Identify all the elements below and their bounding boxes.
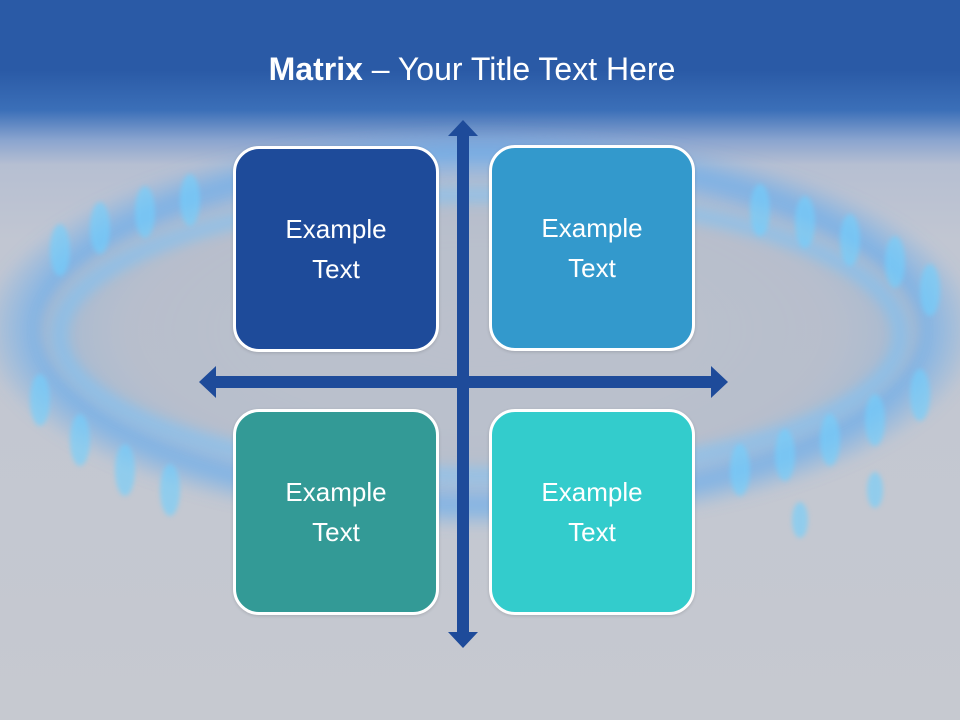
matrix-box-text: Example Text bbox=[285, 214, 387, 284]
matrix-box-text: Example Text bbox=[541, 477, 643, 547]
matrix-box-top-right[interactable]: Example Text bbox=[489, 145, 695, 351]
title-bold: Matrix bbox=[268, 51, 363, 87]
matrix-box-bottom-right[interactable]: Example Text bbox=[489, 409, 695, 615]
horizontal-axis bbox=[214, 376, 714, 388]
slide-title[interactable]: Matrix – Your Title Text Here bbox=[0, 46, 944, 92]
arrow-left-icon bbox=[199, 366, 216, 398]
arrow-up-icon bbox=[448, 120, 478, 136]
title-rest: – Your Title Text Here bbox=[362, 51, 676, 87]
matrix-box-text: Example Text bbox=[285, 477, 387, 547]
arrow-right-icon bbox=[711, 366, 728, 398]
matrix-box-top-left[interactable]: Example Text bbox=[233, 146, 439, 352]
arrow-down-icon bbox=[448, 632, 478, 648]
matrix-box-bottom-left[interactable]: Example Text bbox=[233, 409, 439, 615]
matrix-box-text: Example Text bbox=[541, 213, 643, 283]
